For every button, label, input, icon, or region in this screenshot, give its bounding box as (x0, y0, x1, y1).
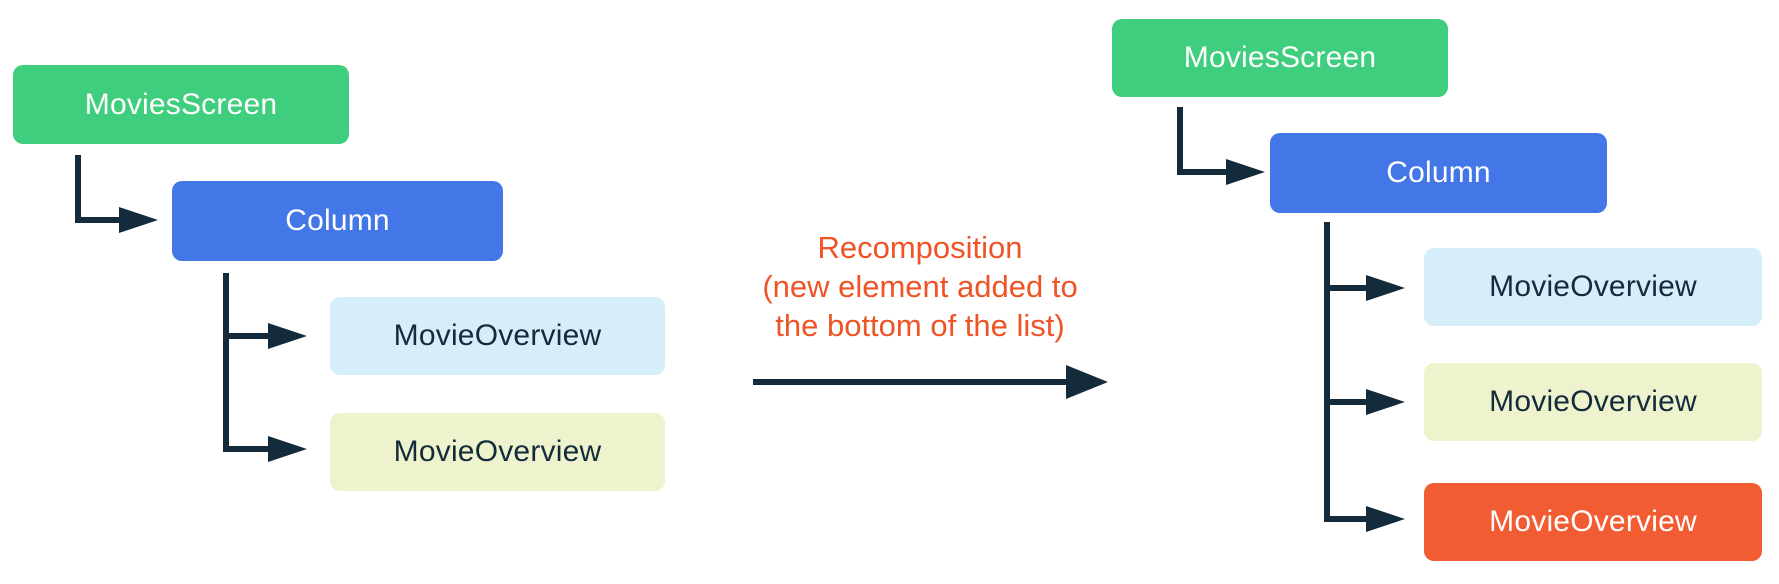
connector-trunk-before (223, 273, 229, 452)
arrow-head-icon (268, 323, 307, 349)
connector-branch-after-1 (1324, 285, 1368, 291)
connector-elbow-vertical-after (1177, 107, 1183, 175)
connector-branch-before-2 (223, 446, 269, 452)
node-moviesscreen-before: MoviesScreen (13, 65, 349, 144)
node-movieoverview-before-1: MovieOverview (330, 297, 665, 375)
node-movieoverview-after-3-new: MovieOverview (1424, 483, 1762, 561)
arrow-head-icon (1366, 506, 1405, 532)
recomposition-label: Recomposition (new element added to the … (690, 228, 1150, 345)
connector-elbow-vertical-before (75, 155, 81, 223)
recomposition-label-line-2: (new element added to (762, 269, 1078, 304)
arrow-head-icon (1366, 275, 1405, 301)
connector-branch-after-3 (1324, 516, 1368, 522)
arrow-head-icon (268, 436, 307, 462)
arrow-head-icon (119, 207, 158, 233)
connector-branch-before-1 (223, 333, 269, 339)
connector-elbow-horizontal-before (75, 217, 120, 223)
node-moviesscreen-after: MoviesScreen (1112, 19, 1448, 97)
recomposition-arrow (753, 379, 1066, 385)
node-column-after: Column (1270, 133, 1607, 213)
connector-elbow-horizontal-after (1177, 169, 1227, 175)
node-column-before: Column (172, 181, 503, 261)
connector-trunk-after (1324, 222, 1330, 522)
node-movieoverview-after-1: MovieOverview (1424, 248, 1762, 326)
node-movieoverview-after-2: MovieOverview (1424, 363, 1762, 441)
arrow-head-icon (1366, 389, 1405, 415)
arrow-head-icon (1226, 159, 1265, 185)
recomposition-label-line-3: the bottom of the list) (775, 308, 1065, 343)
recomposition-arrow-head-icon (1066, 365, 1108, 399)
recomposition-label-line-1: Recomposition (817, 230, 1023, 265)
connector-branch-after-2 (1324, 399, 1368, 405)
node-movieoverview-before-2: MovieOverview (330, 413, 665, 491)
